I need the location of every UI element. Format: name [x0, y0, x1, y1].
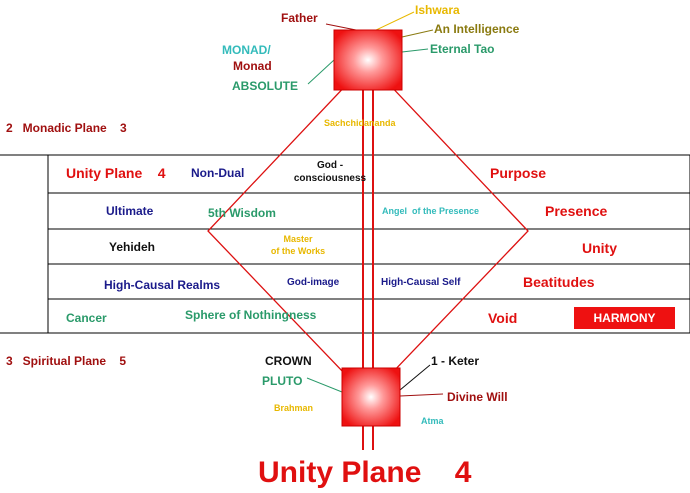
harmony-badge: HARMONY	[574, 307, 675, 329]
sachchidananda-label: Sachchidananda	[324, 118, 396, 128]
leader-eternal-tao	[401, 48, 429, 53]
leader-absolute	[307, 59, 335, 85]
row3-right: Unity	[582, 240, 617, 256]
row2-mid-right: Angel of the Presence	[382, 206, 480, 216]
pluto-label: PLUTO	[262, 374, 303, 388]
monadic-plane-label: 2 Monadic Plane 3	[6, 121, 127, 135]
ishwara-label: Ishwara	[415, 3, 460, 17]
monad-upper-label: MONAD/	[222, 43, 271, 57]
atma-label: Atma	[421, 416, 444, 426]
row4-mid-right: High-Causal Self	[381, 277, 461, 288]
leader-intelligence	[401, 29, 434, 38]
row5-left: Cancer	[66, 311, 107, 325]
row1-center-1: God -	[316, 160, 344, 171]
row5-mid-left: Sphere of Nothingness	[185, 308, 317, 322]
crown-label: CROWN	[265, 354, 312, 368]
eternal-tao-label: Eternal Tao	[430, 42, 495, 56]
spiritual-plane-label: 3 Spiritual Plane 5	[6, 354, 127, 368]
row4-right: Beatitudes	[523, 274, 595, 290]
keter-label: 1 - Keter	[431, 354, 480, 368]
row1-left: Unity Plane 4	[66, 165, 166, 181]
brahman-label: Brahman	[274, 403, 314, 413]
row5-right: Void	[488, 310, 518, 326]
leader-ishwara	[371, 11, 415, 33]
leader-pluto	[306, 377, 343, 393]
monad-box	[333, 29, 403, 91]
unity-plane-title: Unity Plane 4	[258, 456, 472, 489]
row4-mid-left: God-image	[287, 277, 340, 288]
row3-left: Yehideh	[109, 240, 156, 254]
row1-right: Purpose	[490, 165, 547, 181]
leader-keter	[399, 364, 431, 391]
divine-will-label: Divine Will	[447, 390, 508, 404]
absolute-label: ABSOLUTE	[232, 79, 298, 93]
row3-center-1: Master	[283, 234, 313, 244]
row1-center-2: consciousness	[293, 173, 367, 184]
row2-left: Ultimate	[106, 204, 154, 218]
row2-right: Presence	[545, 203, 608, 219]
row1-mid-left: Non-Dual	[191, 166, 245, 180]
atma-box	[341, 367, 401, 427]
row4-left: High-Causal Realms	[104, 278, 221, 292]
row3-center-2: of the Works	[270, 246, 326, 256]
leader-lines	[306, 11, 444, 397]
monad-lower-label: Monad	[233, 59, 272, 73]
row2-mid-left: 5th Wisdom	[208, 206, 276, 220]
father-label: Father	[281, 11, 318, 25]
intelligence-label: An Intelligence	[434, 22, 520, 36]
leader-divine-will	[399, 393, 444, 397]
diamond-outline	[207, 61, 529, 399]
plane-table	[0, 154, 690, 334]
